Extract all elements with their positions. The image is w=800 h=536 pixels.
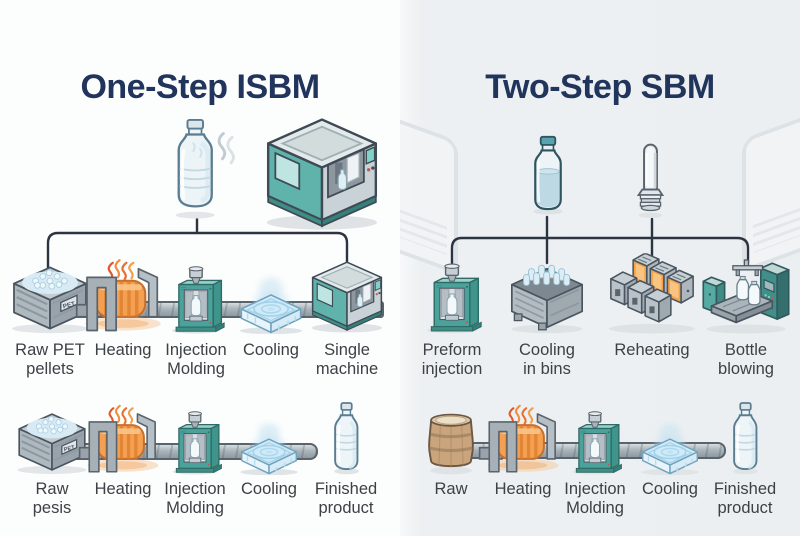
step-injection-molding: Injection Molding xyxy=(149,405,241,519)
step-label: Reheating xyxy=(614,341,690,359)
step-cooling-in-bins: Cooling in bins xyxy=(499,260,595,380)
step-injection-molding: Injection Molding xyxy=(549,404,641,519)
step-cooling: Cooling xyxy=(225,262,317,360)
step-finished-product: Finished product xyxy=(699,404,791,519)
step-label: Heating xyxy=(94,341,152,359)
step-preform-injection: Preform injection xyxy=(404,260,500,380)
step-cooling: Cooling xyxy=(223,405,315,499)
isbm-machine-icon xyxy=(305,256,389,334)
step-label: Injection Molding xyxy=(165,341,227,379)
step-label: Finished product xyxy=(314,480,378,518)
step-label: Raw xyxy=(434,480,468,498)
pet-preform-icon xyxy=(634,140,667,219)
step-heating: Heating xyxy=(75,405,171,499)
step-raw-material: Raw xyxy=(405,404,497,499)
step-heating: Heating xyxy=(75,262,171,360)
isbm-machine-hero-icon xyxy=(256,110,388,232)
step-label: Injection Molding xyxy=(164,480,226,518)
reheat-oven-icon xyxy=(604,253,700,334)
step-label: Heating xyxy=(94,480,152,498)
water-bottle-icon xyxy=(728,401,763,475)
injection-molder-icon xyxy=(166,409,224,475)
step-raw-pet-pellets: Raw PET pellets xyxy=(4,262,96,380)
step-label: Finished product xyxy=(713,480,777,518)
water-bottle-hero-icon xyxy=(527,135,569,215)
step-label: Raw pesis xyxy=(32,480,72,518)
step-reheating: Reheating xyxy=(604,260,700,360)
step-label: Preform injection xyxy=(421,341,483,379)
injection-molder-icon xyxy=(420,261,484,334)
step-single-machine: Single machine xyxy=(301,262,393,380)
step-injection-molding: Injection Molding xyxy=(150,262,242,380)
cooling-bath-icon xyxy=(233,419,305,475)
step-bottle-blowing: Bottle blowing xyxy=(698,260,794,380)
injection-molder-icon xyxy=(165,264,227,334)
step-label: Cooling xyxy=(642,480,698,498)
page-title-one-step: One-Step ISBM xyxy=(80,68,320,106)
step-label: Raw PET pellets xyxy=(15,341,85,379)
cooling-bath-icon xyxy=(634,419,706,475)
step-label: Cooling in bins xyxy=(519,341,575,379)
barrel-icon xyxy=(425,407,477,475)
step-label: Single machine xyxy=(315,341,379,379)
step-label: Heating xyxy=(494,480,552,498)
step-label: Cooling xyxy=(241,480,297,498)
step-heating: Heating xyxy=(475,404,571,499)
cooling-bath-icon xyxy=(232,273,310,334)
step-cooling: Cooling xyxy=(624,404,716,499)
step-raw-pellets: Raw pesis xyxy=(6,405,98,519)
step-label: Cooling xyxy=(243,341,299,359)
step-label: Bottle blowing xyxy=(718,341,774,379)
step-finished-product: Finished product xyxy=(300,405,392,519)
preform-bin-icon xyxy=(505,262,589,334)
page-title-two-step: Two-Step SBM xyxy=(485,68,715,106)
blow-molder-icon xyxy=(700,255,792,334)
step-label: Injection Molding xyxy=(564,480,626,518)
injection-molder-icon xyxy=(566,409,624,475)
water-bottle-steaming-icon xyxy=(168,118,238,219)
water-bottle-icon xyxy=(329,401,364,475)
